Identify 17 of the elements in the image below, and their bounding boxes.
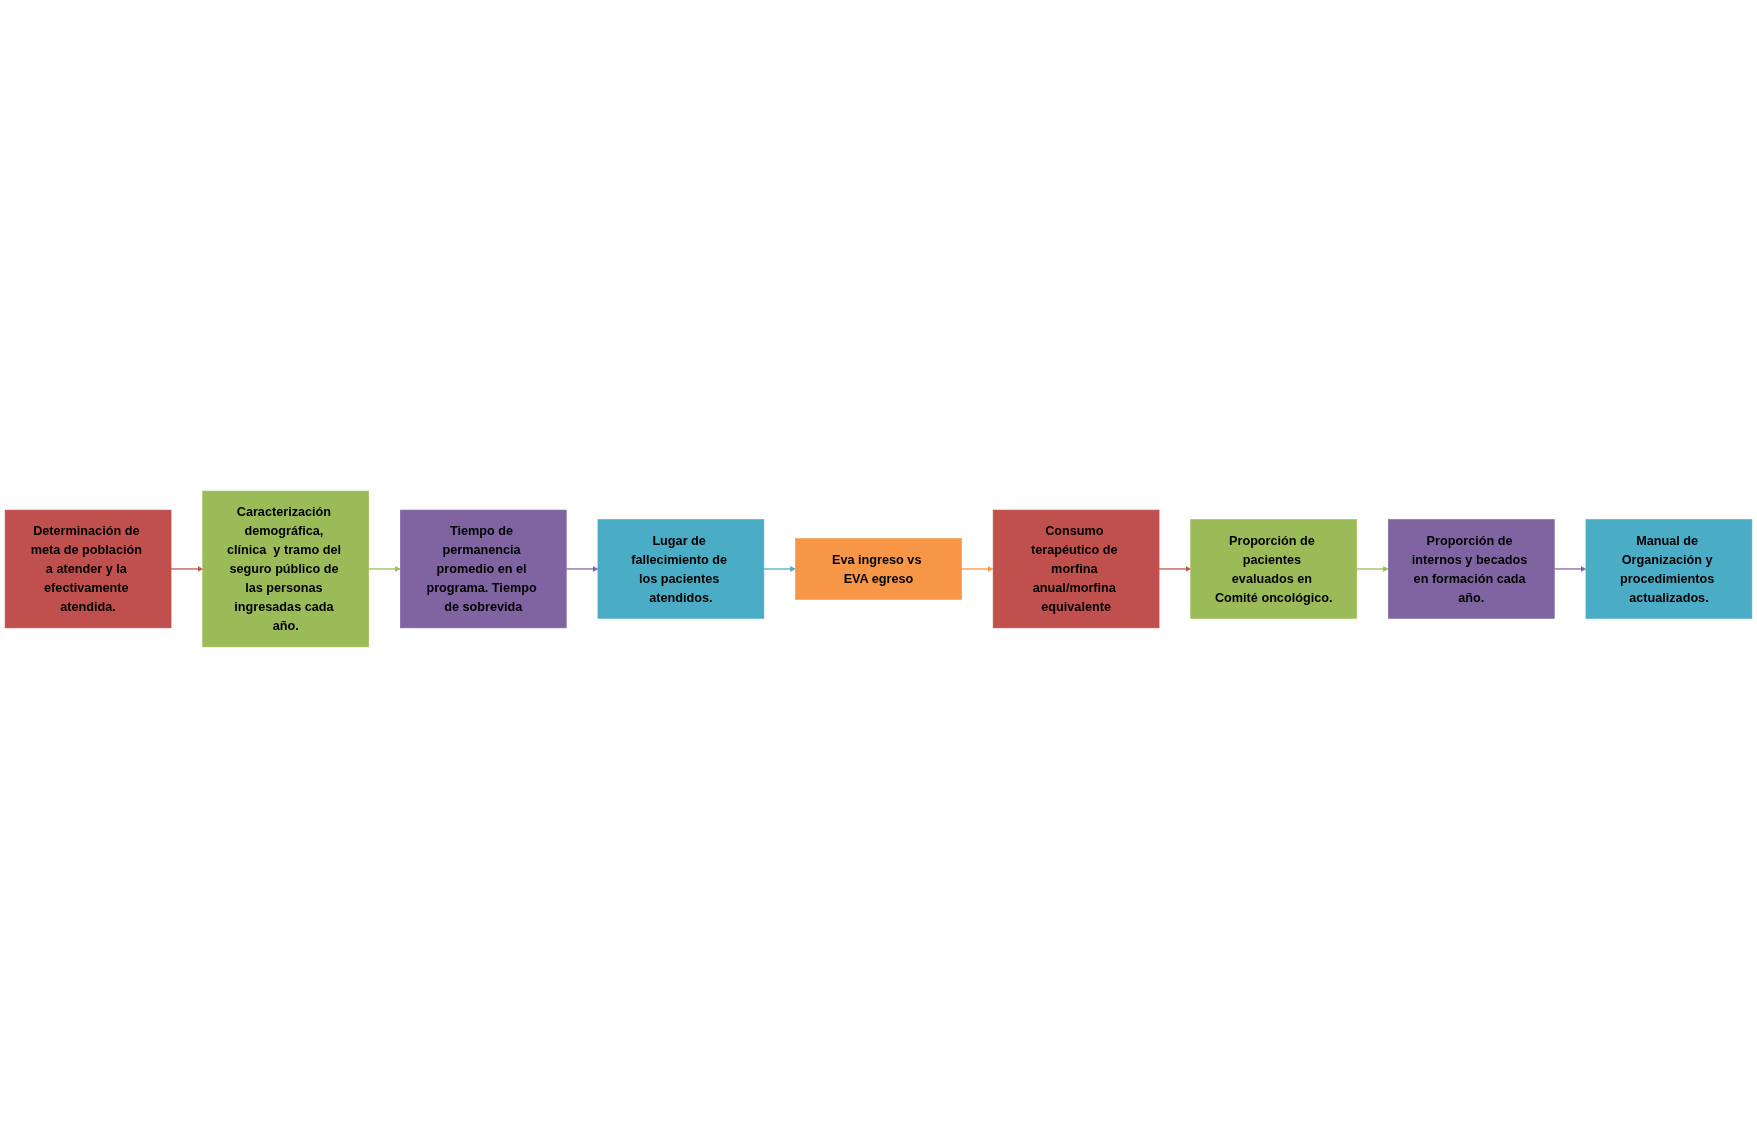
node-box: Proporción de internos y becados en formación cada año.	[1388, 519, 1555, 619]
node-box: Tiempo de permanencia promedio en el programa. Tiempo de sobrevida	[400, 509, 567, 629]
node-box: Lugar de fallecimiento de los pacientes atendidos.	[597, 519, 765, 619]
node-box: Eva ingreso vs EVA egreso	[795, 538, 962, 600]
arrow	[368, 566, 401, 572]
arrow	[1356, 566, 1389, 572]
arrow	[565, 566, 599, 572]
node-box: Proporción de pacientes evaluados en Comité oncológico.	[1190, 519, 1357, 619]
node-box: Consumo terapéutico de morfina anual/morfina equivalente	[992, 509, 1160, 629]
arrow	[763, 566, 796, 572]
arrow	[960, 566, 994, 572]
node-box: Manual de Organización y procedimientos actualizados.	[1585, 519, 1753, 619]
node-box: Determinación de meta de población a atender y la efectivamente atendida.	[4, 509, 172, 629]
node-box: Caracterización demográfica, clínica y tramo del seguro público de las personas ingresadas cada año.	[202, 490, 369, 648]
arrow	[1553, 566, 1587, 572]
arrow	[1158, 566, 1191, 572]
arrow	[170, 566, 203, 572]
